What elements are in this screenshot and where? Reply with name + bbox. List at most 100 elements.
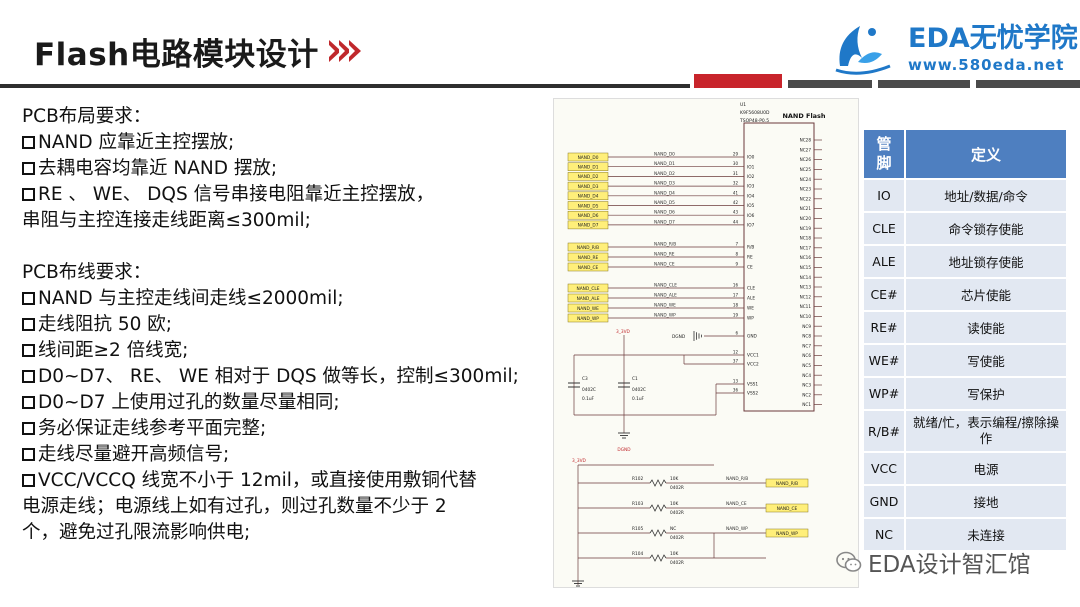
nc-pin-name: NC10 [800, 314, 812, 319]
pin-number: 44 [733, 219, 739, 224]
wechat-icon [836, 551, 862, 572]
pin-number: 42 [733, 200, 739, 205]
nc-pin-name: NC7 [802, 343, 811, 348]
checkbox-square-icon [22, 474, 35, 487]
nc-pin-name: NC14 [800, 275, 812, 280]
net-name: NAND_D0 [654, 152, 675, 158]
pin-name: IO0 [747, 155, 755, 161]
title-wrap: Flash电路模块设计 [34, 26, 361, 76]
resistor-symbol [649, 479, 667, 487]
nc-pin-name: NC25 [800, 167, 812, 172]
checkbox-square-icon [22, 136, 35, 149]
nc-pin-name: NC15 [800, 265, 812, 270]
table-row: RE#读使能 [864, 312, 1066, 343]
pin-number: 8 [735, 252, 738, 257]
net-label-text: NAND_R/B [776, 481, 798, 487]
res-value: NC [670, 526, 676, 532]
net-name: NAND_D5 [654, 200, 675, 206]
net-label-text: NAND_RE [578, 255, 599, 261]
pin-number: 18 [733, 303, 739, 308]
layout-continuation: 串阻与主控连接走线距离≤300mil; [22, 210, 311, 231]
checkbox-square-icon [22, 422, 35, 435]
pin-name: GND [747, 334, 758, 340]
res-ref: R103 [632, 501, 643, 507]
power-label: 3_3VD [616, 329, 631, 335]
pin-number: 32 [733, 181, 739, 186]
nc-pin-name: NC16 [800, 255, 812, 260]
header-rule [0, 84, 690, 88]
pin-number: 30 [733, 161, 739, 166]
pin-name: IO1 [747, 164, 755, 170]
pin-name: ALE [747, 296, 755, 302]
chip-part: K9F5608U0D [740, 110, 770, 116]
pin-number: 6 [735, 331, 738, 336]
net-name: NAND_WE [654, 303, 676, 309]
net-name: NAND_ALE [654, 293, 677, 299]
checkbox-square-icon [22, 292, 35, 305]
layout-item: 去耦电容均靠近 NAND 摆放; [22, 156, 557, 182]
table-row: CE#芯片使能 [864, 279, 1066, 310]
net-label-text: NAND_CLE [577, 286, 600, 292]
net-name: NAND_CLE [654, 283, 677, 289]
net-name: NAND_D7 [654, 219, 675, 225]
routing-item: 务必保证走线参考平面完整; [22, 416, 557, 442]
watermark-text: EDA设计智汇馆 [868, 552, 1031, 578]
net-label-text: NAND_CE [777, 506, 798, 512]
net-label-text: NAND_D1 [578, 165, 599, 171]
nc-pin-name: NC9 [802, 324, 811, 329]
net-label-text: NAND_D7 [578, 223, 599, 229]
net-label-text: NAND_D6 [578, 213, 599, 219]
net-name: NAND_CE [654, 262, 675, 268]
nc-pin-name: NC21 [800, 206, 812, 211]
nc-pin-name: NC13 [800, 285, 812, 290]
cap-ref: C1 [632, 376, 638, 382]
net-name: NAND_D4 [654, 190, 675, 196]
net-name: NAND_WP [726, 526, 748, 532]
nc-pin-name: NC8 [802, 334, 811, 339]
nc-pin-name: NC20 [800, 216, 812, 221]
res-size: 0402R [670, 510, 684, 516]
cap-value: 0.1uF [632, 396, 645, 402]
checkbox-square-icon [22, 396, 35, 409]
routing-continuation: 个，避免过孔限流影响供电; [22, 522, 251, 543]
pin-number: 31 [733, 171, 739, 176]
routing-item: 线间距≥2 倍线宽; [22, 338, 557, 364]
nc-pin-name: NC28 [800, 138, 812, 143]
cap-size: 0402C [582, 387, 596, 393]
res-ref: R102 [632, 476, 643, 482]
chip-ref: U1 [740, 102, 746, 108]
pin-name: IO3 [747, 184, 755, 190]
net-label-text: NAND_CE [578, 265, 599, 271]
net-name: NAND_D2 [654, 171, 675, 177]
pin-name: VSS2 [747, 391, 758, 397]
resistor-symbol [649, 529, 667, 537]
nc-pin-name: NC6 [802, 353, 811, 358]
res-ref: R105 [632, 526, 643, 532]
net-name: NAND_D1 [654, 161, 675, 167]
logo-name: EDA无忧学院 [908, 23, 1078, 54]
routing-continuation: 电源走线；电源线上如有过孔，则过孔数量不少于 2 [22, 496, 447, 517]
table-row: WP#写保护 [864, 378, 1066, 409]
layout-heading: PCB布局要求： [22, 106, 152, 127]
net-label-text: NAND_R/B [577, 245, 599, 251]
net-label-text: NAND_D5 [578, 203, 599, 209]
net-label-text: NAND_D2 [578, 174, 599, 180]
net-label-text: NAND_WE [577, 306, 599, 312]
res-size: 0402R [670, 535, 684, 541]
logo-text: EDA无忧学院 www.580eda.net [908, 23, 1078, 75]
nc-pin-name: NC2 [802, 392, 811, 397]
resistor-symbol [649, 554, 667, 562]
cap-size: 0402C [632, 387, 646, 393]
checkbox-square-icon [22, 448, 35, 461]
routing-item: D0~D7 上使用过孔的数量尽量相同; [22, 390, 557, 416]
net-name: NAND_D3 [654, 181, 675, 187]
pin-name: IO5 [747, 203, 755, 209]
table-header-row: 管脚 定义 [864, 130, 1066, 178]
nc-pin-name: NC26 [800, 157, 812, 162]
res-size: 0402R [670, 485, 684, 491]
